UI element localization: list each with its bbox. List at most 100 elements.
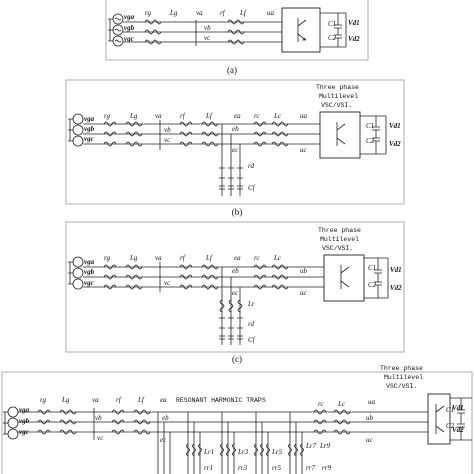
panel-c-frame (65, 221, 405, 353)
label-vd1: Vd1 (452, 404, 464, 412)
svg-text:Three phase: Three phase (316, 84, 359, 91)
label-Lg: Lg (129, 254, 138, 262)
label-vga: vga (84, 258, 95, 266)
label-vb: vb (204, 24, 211, 32)
label-Lc: Lc (273, 254, 282, 262)
label-Lg: Lg (169, 9, 178, 17)
label-vc: vc (97, 434, 104, 442)
label-vgc: vgc (124, 35, 134, 43)
label-rr3: rr3 (238, 464, 247, 472)
label-lr9: Lr9 (319, 442, 331, 450)
label-ea: ea (160, 396, 167, 404)
label-vgc: vgc (84, 135, 94, 143)
label-Lf: Lf (239, 9, 247, 17)
label-Cf: Cf (248, 336, 256, 344)
label-vgb: vgb (19, 417, 30, 425)
label-vd1: Vd1 (348, 19, 360, 27)
converter-title: Three phase Multilevel VSC/VSI. (316, 84, 359, 109)
label-c1: C1 (446, 406, 454, 414)
label-Lf: Lf (137, 396, 145, 404)
panel-c-sources: vga vgb vgc (68, 256, 95, 290)
label-uc: uc (300, 146, 308, 154)
panel-d: vga vgb vgc rg Lg va vb vc rf Lf ea eb e… (1, 365, 473, 474)
label-vga: vga (19, 406, 30, 414)
svg-text:Multilevel: Multilevel (319, 93, 358, 100)
label-vgc: vgc (84, 279, 94, 287)
label-c1: C1 (368, 264, 376, 272)
converter-title: Three phase Multilevel VSC/VSI. (318, 227, 361, 252)
label-rf: rf (180, 254, 186, 262)
label-ea: ea (234, 254, 241, 262)
label-rc: rc (318, 400, 324, 408)
label-lr7: Lr7 (305, 442, 317, 450)
label-rf: rf (180, 112, 186, 120)
label-vgb: vgb (84, 268, 95, 276)
label-ub: ub (300, 267, 308, 275)
converter-block (427, 393, 451, 445)
label-rd: rd (248, 162, 254, 170)
label-uc: uc (300, 289, 308, 297)
label-Lf: Lf (205, 112, 213, 120)
label-Lr: Lr (247, 300, 255, 308)
label-rd: rd (248, 320, 254, 328)
label-va: va (196, 9, 203, 17)
label-Lc: Lc (273, 112, 282, 120)
label-Lg: Lg (129, 112, 138, 120)
label-va: va (155, 254, 162, 262)
svg-text:Multilevel: Multilevel (320, 236, 359, 243)
label-rg: rg (40, 396, 46, 404)
label-ea: ea (234, 112, 241, 120)
label-rg: rg (104, 112, 110, 120)
label-eb: eb (232, 125, 239, 133)
converter-block (319, 111, 361, 159)
label-eb: eb (162, 414, 169, 422)
label-vb: vb (164, 126, 171, 134)
svg-text:VSC/VSI.: VSC/VSI. (386, 383, 417, 390)
label-va: va (92, 396, 99, 404)
label-ec: ec (160, 436, 167, 444)
panel-a-frame (105, 0, 369, 61)
label-Lc: Lc (337, 400, 346, 408)
label-Lg: Lg (61, 396, 70, 404)
label-Lf: Lf (205, 254, 213, 262)
label-rc: rc (254, 112, 260, 120)
panel-d-sources: vga vgb vgc (3, 406, 30, 440)
label-c2: C2 (446, 422, 455, 430)
label-lr1: Lr1 (203, 448, 214, 456)
caption-b: (b) (232, 207, 243, 217)
label-vgb: vgb (124, 24, 135, 32)
label-ub: ub (366, 414, 374, 422)
label-rr7: rr7 (306, 464, 315, 472)
label-lr3: Lr3 (237, 448, 249, 456)
label-vc: vc (164, 279, 171, 287)
label-vc: vc (164, 136, 171, 144)
label-rg: rg (104, 254, 110, 262)
label-rc: rc (254, 254, 260, 262)
label-ec: ec (232, 146, 239, 154)
label-vc: vc (204, 34, 211, 42)
label-va: va (155, 112, 162, 120)
label-c1: C1 (366, 122, 374, 130)
label-vgb: vgb (84, 125, 95, 133)
panel-a-sources: vga vgb vgc (108, 13, 135, 47)
label-vd2: Vd2 (389, 140, 401, 148)
panel-b-frame (65, 79, 405, 205)
label-ec: ec (232, 289, 239, 297)
label-eb: eb (232, 267, 239, 275)
label-rr1: rr1 (204, 464, 213, 472)
label-rr9: rr9 (322, 464, 331, 472)
caption-c: (c) (232, 354, 242, 364)
svg-text:VSC/VSI.: VSC/VSI. (322, 245, 353, 252)
panel-a: vga vgb vgc rg Lg va vb vc rf Lf ua C1 C… (105, 0, 369, 75)
label-rr5: rr5 (272, 464, 281, 472)
label-vd1: Vd1 (389, 122, 401, 130)
svg-text:Three phase: Three phase (318, 227, 361, 234)
label-c2: C2 (366, 137, 375, 145)
label-uc: uc (366, 436, 374, 444)
label-Cf: Cf (248, 184, 256, 192)
label-vb: vb (95, 414, 102, 422)
svg-text:Multilevel: Multilevel (384, 374, 423, 381)
label-c2: C2 (368, 281, 377, 289)
svg-text:Three phase: Three phase (380, 365, 423, 372)
